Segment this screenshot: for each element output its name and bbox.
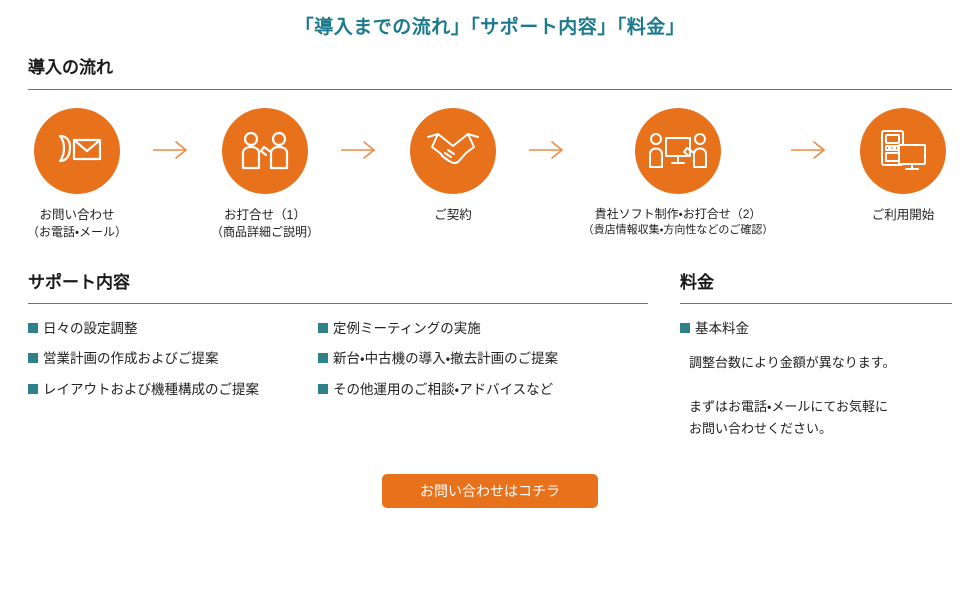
list-item: 定例ミーティングの実施 [318,322,618,336]
flow-step-meeting-1: お打合せ（1） （商品詳細ご説明） [199,108,331,242]
flow-arrow-4 [781,108,837,165]
arrow-right-icon [340,140,377,165]
flow-arrow-2 [331,108,387,165]
support-column: サポート内容 日々の設定調整 営業計画の作成およびご提案 レイアウトおよび機種構… [28,274,648,414]
bullet-square-icon [28,322,38,333]
phone-mail-icon [51,133,103,169]
flow-steps-row: お問い合わせ （お電話・メール） [27,108,952,242]
flow-step-4-sub: （貴店情報収集・方向性などのご確認） [582,224,774,237]
list-item: レイアウトおよび機種構成のご提案 [28,383,318,397]
flow-step-inquiry: お問い合わせ （お電話・メール） [11,108,143,242]
list-item-label: 定例ミーティングの実施 [333,320,481,336]
flow-step-4-label: 貴社ソフト制作・お打合せ（2） （貴店情報収集・方向性などのご確認） [583,206,774,239]
page-title: 「導入までの流れ」「サポート内容」「料金」 [294,17,686,38]
price-note-primary: 調整台数により金額が異なります。 [689,355,896,371]
price-column: 料金 基本料金 調整台数により金額が異なります。 まずはお電話・メールにてお気軽… [680,274,952,441]
price-note-secondary: まずはお電話・メールにてお気軽に お問い合わせください。 [680,396,952,440]
flow-step-5-label: ご利用開始 [872,206,935,224]
support-heading: サポート内容 [28,272,130,292]
list-item-label: レイアウトおよび機種構成のご提案 [43,381,259,397]
support-bullets-right: 定例ミーティングの実施 新台・中古機の導入・撤去計画のご提案 その他運用のご相談… [318,322,618,414]
list-item-label: 営業計画の作成およびご提案 [43,351,219,367]
price-heading: 料金 [680,272,714,292]
list-item-label: 日々の設定調整 [43,320,138,336]
flow-section: 導入の流れ お問い合わせ （お電話・メール） [0,59,980,242]
flow-heading-rule [28,89,952,90]
flow-step-2-sub: （商品詳細ご説明） [210,225,319,240]
price-bullet-item: 基本料金 [680,322,952,336]
arrow-right-icon [790,140,827,165]
price-note-secondary-line2: お問い合わせください。 [689,421,833,437]
flow-step-1-circle [34,108,120,194]
bullet-square-icon [318,353,328,364]
list-item: 営業計画の作成およびご提案 [28,352,318,366]
lower-section: サポート内容 日々の設定調整 営業計画の作成およびご提案 レイアウトおよび機種構… [0,274,980,441]
flow-step-4-title: 貴社ソフト制作・お打合せ（2） [594,207,762,221]
list-item: その他運用のご相談・アドバイスなど [318,383,618,397]
price-note-secondary-line1: まずはお電話・メールにてお気軽に [689,399,889,415]
flow-step-5-circle [860,108,946,194]
list-item-label: 新台・中古機の導入・撤去計画のご提案 [333,351,559,367]
list-item-label: その他運用のご相談・アドバイスなど [333,381,554,397]
flow-step-2-label: お打合せ（1） （商品詳細ご説明） [211,206,319,242]
bullet-square-icon [318,322,328,333]
arrow-right-icon [152,140,189,165]
price-heading-rule [680,302,952,304]
flow-step-3-label: ご契約 [434,206,472,224]
support-heading-rule [28,302,648,304]
flow-heading: 導入の流れ [28,58,113,77]
cta-wrapper: お問い合わせはコチラ [0,474,980,509]
flow-step-3-title: ご契約 [434,208,472,222]
arrow-right-icon [528,140,565,165]
bullet-square-icon [680,322,690,333]
price-body: 基本料金 調整台数により金額が異なります。 まずはお電話・メールにてお気軽に お… [680,322,952,441]
flow-step-1-title: お問い合わせ [39,208,115,222]
contact-cta-button[interactable]: お問い合わせはコチラ [382,474,598,509]
flow-step-2-circle [222,108,308,194]
flow-step-3-circle [410,108,496,194]
bullet-square-icon [318,383,328,394]
support-bullets: 日々の設定調整 営業計画の作成およびご提案 レイアウトおよび機種構成のご提案 定… [28,322,648,414]
flow-step-1-sub: （お電話・メール） [26,225,128,240]
two-people-meeting-icon [240,131,290,171]
flow-step-2-title: お打合せ（1） [224,208,306,222]
bullet-square-icon [28,383,38,394]
handshake-icon [426,131,480,171]
bullet-square-icon [28,353,38,364]
support-bullets-left: 日々の設定調整 営業計画の作成およびご提案 レイアウトおよび機種構成のご提案 [28,322,318,414]
flow-arrow-1 [143,108,199,165]
flow-arrow-3 [519,108,575,165]
people-monitor-icon [649,132,707,170]
list-item: 新台・中古機の導入・撤去計画のご提案 [318,352,618,366]
flow-step-1-label: お問い合わせ （お電話・メール） [27,206,127,242]
flow-step-start-use: ご利用開始 [837,108,969,224]
flow-step-software-meeting-2: 貴社ソフト制作・お打合せ（2） （貴店情報収集・方向性などのご確認） [575,108,781,239]
flow-step-5-title: ご利用開始 [871,208,935,222]
slot-machine-monitor-icon [879,129,927,173]
list-item: 日々の設定調整 [28,322,318,336]
price-bullet-label: 基本料金 [695,320,749,336]
flow-step-contract: ご契約 [387,108,519,224]
flow-step-4-circle [635,108,721,194]
